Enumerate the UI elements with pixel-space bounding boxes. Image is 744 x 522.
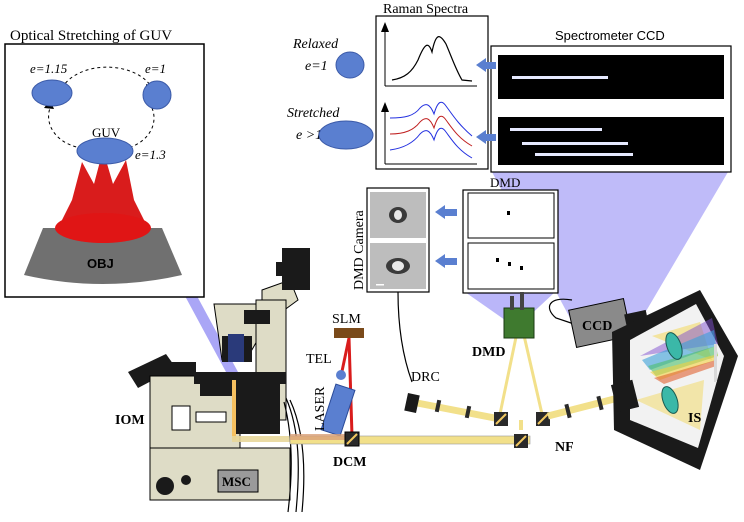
arrow-dmd-bottom	[435, 254, 457, 268]
guv-label: GUV	[92, 125, 121, 140]
slm-device	[334, 328, 364, 338]
stretching-title: Optical Stretching of GUV	[10, 28, 172, 44]
ccd-cable	[548, 298, 575, 325]
eccentricity-bottom: e=1.3	[135, 147, 166, 162]
label-laser: LASER	[313, 386, 328, 431]
dmd-panel: DMD	[462, 175, 559, 294]
label-ccd: CCD	[582, 319, 612, 334]
stretched-spectrum-red	[389, 115, 473, 147]
eccentricity-right: e=1	[145, 61, 166, 76]
red-beam-1	[339, 337, 351, 377]
spectrometer-panel: Spectrometer CCD	[490, 28, 732, 173]
stretched-label: Stretched	[287, 106, 340, 121]
label-msc: MSC	[222, 474, 251, 489]
dmd-camera-title: DMD Camera	[352, 210, 367, 290]
laser-device	[320, 383, 356, 437]
drc-camera	[404, 392, 420, 414]
arrow-ccd-relaxed	[476, 58, 496, 72]
objective-label: OBJ	[87, 256, 114, 271]
raman-panel: Raman Spectra	[375, 2, 489, 170]
raman-title: Raman Spectra	[383, 2, 469, 17]
dmd-camera-panel	[366, 187, 430, 293]
guv-cell-right	[142, 80, 172, 110]
beam-path-drc	[411, 398, 506, 424]
relaxed-label: Relaxed	[292, 37, 339, 52]
imaging-spectrometer	[610, 290, 738, 470]
objective-top-ellipse	[55, 213, 151, 243]
dmd-panel-title: DMD	[490, 175, 520, 190]
label-is: IS	[688, 411, 701, 426]
guv-cell-bottom	[76, 137, 134, 165]
label-nf: NF	[555, 440, 574, 455]
stretched-spectrum-blue-2	[389, 127, 473, 159]
ccd-stretched-readout	[498, 117, 724, 165]
stretched-spectrum-blue	[389, 101, 473, 137]
stretched-cell	[318, 120, 374, 150]
stretched-e-label: e >1	[296, 128, 322, 143]
msc-box	[217, 469, 259, 493]
label-dmd: DMD	[472, 345, 505, 360]
spectrometer-title: Spectrometer CCD	[555, 28, 665, 43]
laser-beams	[58, 150, 148, 228]
relaxed-e-label: e=1	[305, 59, 328, 74]
label-drc: DRC	[411, 370, 440, 385]
label-slm: SLM	[332, 312, 361, 327]
red-beam-2	[347, 337, 354, 437]
label-tel: TEL	[306, 352, 332, 367]
beam-path-is	[547, 392, 627, 420]
camera-cable	[397, 291, 413, 383]
stretching-panel: Optical Stretching of GUV e=1.15 e=1 GUV…	[4, 28, 205, 298]
objective-lens	[24, 228, 182, 284]
label-dcm: DCM	[333, 455, 366, 470]
arrow-dmd-top	[435, 205, 457, 219]
label-iom: IOM	[115, 413, 145, 428]
dmd-device	[503, 307, 535, 339]
relaxed-spectrum-line	[391, 36, 473, 82]
guv-cell-left	[31, 79, 73, 107]
eccentricity-left: e=1.15	[30, 61, 68, 76]
tel-lens	[336, 370, 346, 380]
relaxed-cell	[335, 51, 365, 79]
arrow-ccd-stretched	[476, 130, 496, 144]
